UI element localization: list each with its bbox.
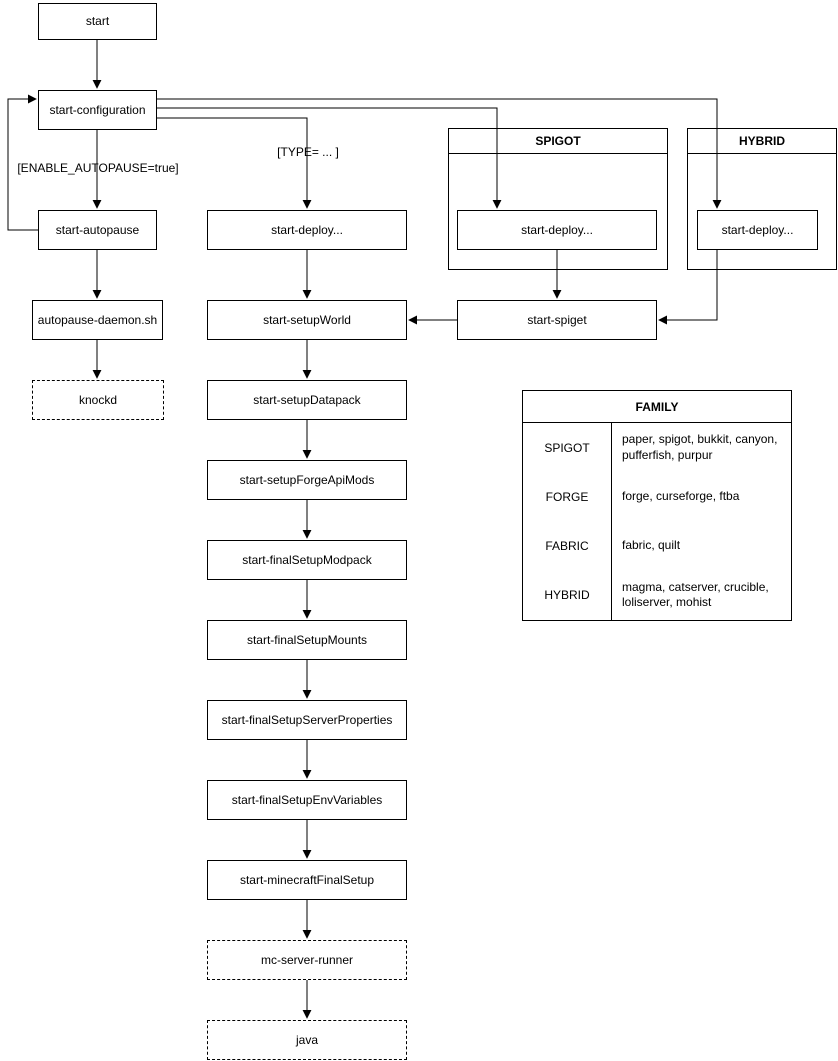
node-start-final-setup-modpack: start-finalSetupModpack xyxy=(207,540,407,580)
node-start-setup-world: start-setupWorld xyxy=(207,300,407,340)
node-start-deploy: start-deploy... xyxy=(207,210,407,250)
family-table-title: FAMILY xyxy=(523,391,791,423)
node-start-setup-datapack-label: start-setupDatapack xyxy=(253,392,361,407)
edge-label-type: [TYPE= ... ] xyxy=(275,145,341,159)
group-spigot-title: SPIGOT xyxy=(449,129,667,154)
node-mc-server-runner-label: mc-server-runner xyxy=(260,952,353,967)
node-start-autopause: start-autopause xyxy=(38,210,157,250)
node-autopause-daemon: autopause-daemon.sh xyxy=(32,300,163,340)
node-start-setup-forge-api-mods-label: start-setupForgeApiMods xyxy=(239,472,375,487)
node-start-setup-forge-api-mods: start-setupForgeApiMods xyxy=(207,460,407,500)
family-row-value: forge, curseforge, ftba xyxy=(622,489,740,504)
family-row-label: FORGE xyxy=(523,472,612,522)
node-start-final-setup-mounts-label: start-finalSetupMounts xyxy=(246,632,368,647)
family-row-label: FABRIC xyxy=(523,521,612,571)
node-start-deploy-label: start-deploy... xyxy=(271,222,343,237)
family-row-value: magma, catserver, crucible, loliserver, … xyxy=(622,579,769,610)
node-start-autopause-label: start-autopause xyxy=(55,222,140,237)
node-start-final-setup-server-properties: start-finalSetupServerProperties xyxy=(207,700,407,740)
family-row-spigot: SPIGOT paper, spigot, bukkit, canyon, pu… xyxy=(523,423,791,473)
node-start-configuration: start-configuration xyxy=(38,90,157,130)
family-row-value: fabric, quilt xyxy=(622,538,681,553)
node-start-final-setup-modpack-label: start-finalSetupModpack xyxy=(242,552,372,567)
group-hybrid-title: HYBRID xyxy=(688,129,836,154)
family-row-hybrid: HYBRID magma, catserver, crucible, lolis… xyxy=(523,570,791,620)
node-start-setup-world-label: start-setupWorld xyxy=(263,312,351,327)
node-start-spiget: start-spiget xyxy=(457,300,657,340)
node-start-deploy-hybrid: start-deploy... xyxy=(697,210,818,250)
node-start-minecraft-final-setup-label: start-minecraftFinalSetup xyxy=(239,872,375,887)
edge-label-enable-autopause: [ENABLE_AUTOPAUSE=true] xyxy=(15,161,181,175)
node-knockd-label: knockd xyxy=(78,392,118,407)
node-java-label: java xyxy=(295,1032,318,1047)
node-start-spiget-label: start-spiget xyxy=(527,312,587,327)
node-start-configuration-label: start-configuration xyxy=(49,102,146,117)
node-start-deploy-hybrid-label: start-deploy... xyxy=(721,222,794,237)
node-start-minecraft-final-setup: start-minecraftFinalSetup xyxy=(207,860,407,900)
node-mc-server-runner: mc-server-runner xyxy=(207,940,407,980)
family-table: FAMILY SPIGOT paper, spigot, bukkit, can… xyxy=(522,390,792,621)
node-start-deploy-spigot-label: start-deploy... xyxy=(521,222,593,237)
family-row-label: HYBRID xyxy=(523,570,612,620)
node-start: start xyxy=(38,3,157,40)
node-knockd: knockd xyxy=(32,380,164,420)
node-java: java xyxy=(207,1020,407,1060)
node-start-final-setup-env-variables-label: start-finalSetupEnvVariables xyxy=(231,792,383,807)
node-start-deploy-spigot: start-deploy... xyxy=(457,210,657,250)
node-autopause-daemon-label: autopause-daemon.sh xyxy=(37,312,158,327)
family-row-forge: FORGE forge, curseforge, ftba xyxy=(523,472,791,522)
node-start-final-setup-mounts: start-finalSetupMounts xyxy=(207,620,407,660)
family-row-label: SPIGOT xyxy=(523,423,612,473)
node-start-final-setup-env-variables: start-finalSetupEnvVariables xyxy=(207,780,407,820)
node-start-label: start xyxy=(85,14,110,29)
node-start-final-setup-server-properties-label: start-finalSetupServerProperties xyxy=(221,712,393,727)
family-row-fabric: FABRIC fabric, quilt xyxy=(523,521,791,571)
family-row-value: paper, spigot, bukkit, canyon, pufferfis… xyxy=(622,432,778,462)
family-table-body: SPIGOT paper, spigot, bukkit, canyon, pu… xyxy=(523,423,791,620)
node-start-setup-datapack: start-setupDatapack xyxy=(207,380,407,420)
